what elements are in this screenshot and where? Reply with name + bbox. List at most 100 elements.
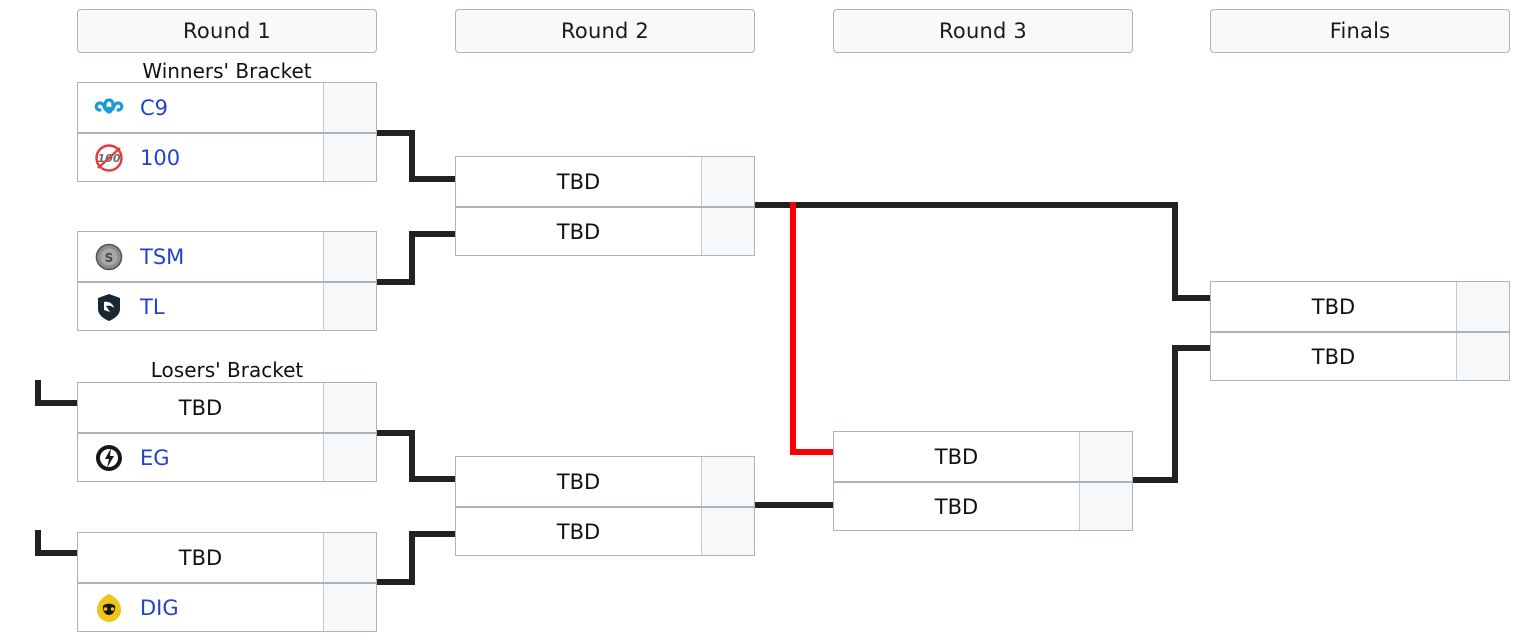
team-row[interactable]: TBD (77, 382, 377, 432)
connector-r2bottom-to-r3-lower (755, 502, 834, 508)
team-row[interactable]: 100 100 (77, 132, 377, 182)
round-header-label: Round 2 (561, 19, 649, 43)
connector-r1lb1-vert (409, 430, 415, 482)
team-name: TBD (1311, 294, 1356, 319)
team-score (323, 232, 376, 281)
evil-geniuses-logo-svg (96, 444, 122, 471)
team-main: TL (78, 283, 323, 330)
cloud9-logo-svg (94, 97, 124, 114)
team-score (701, 457, 754, 506)
connector-finals-in-upper (1172, 295, 1212, 301)
match-r1-winners-1[interactable]: C9 100 100 (77, 82, 377, 182)
team-main: TBD (1211, 333, 1456, 380)
match-finals[interactable]: TBD TBD (1210, 281, 1510, 381)
team-name: TBD (1311, 344, 1356, 369)
team-main: TBD (834, 483, 1079, 530)
team-name: EG (140, 445, 170, 470)
round-header-round-1[interactable]: Round 1 (77, 9, 377, 53)
connector-r3-out (1133, 477, 1178, 483)
round-header-round-2[interactable]: Round 2 (455, 9, 755, 53)
team-main: TBD (1211, 282, 1456, 331)
team-name: TBD (178, 545, 223, 570)
team-main: EG (78, 434, 323, 481)
team-main: 100 100 (78, 134, 323, 181)
team-main: TBD (456, 508, 701, 555)
connector-highlight-vert (790, 202, 796, 454)
connector-finals-in-upper-vert (1172, 202, 1178, 301)
team-row[interactable]: TBD (455, 506, 755, 556)
team-main: C9 (78, 83, 323, 132)
cloud9-logo (92, 91, 126, 125)
team-score (323, 83, 376, 132)
team-row[interactable]: TBD (77, 532, 377, 582)
team-score (1456, 333, 1509, 380)
100-thieves-logo: 100 (92, 141, 126, 175)
round-header-round-3[interactable]: Round 3 (833, 9, 1133, 53)
team-main: TBD (456, 208, 701, 255)
match-r2-bottom[interactable]: TBD TBD (455, 456, 755, 556)
connector-highlight-into-r3-upper (790, 449, 834, 455)
team-score (323, 383, 376, 432)
round-header-finals[interactable]: Finals (1210, 9, 1510, 53)
team-main: TBD (78, 383, 323, 432)
match-r1-losers-2[interactable]: TBD DIG (77, 532, 377, 632)
team-row[interactable]: TBD (1210, 281, 1510, 331)
team-score (1079, 432, 1132, 481)
team-main: TBD (456, 157, 701, 206)
team-name: DIG (140, 595, 179, 620)
section-label-losers-bracket: Losers' Bracket (150, 358, 304, 382)
team-score (1456, 282, 1509, 331)
team-row[interactable]: TBD (833, 431, 1133, 481)
team-main: TBD (834, 432, 1079, 481)
connector-r2top-in-lower (409, 231, 455, 237)
team-main: TBD (456, 457, 701, 506)
team-name: TBD (178, 395, 223, 420)
connector-r1lb2-out (377, 579, 415, 585)
team-name: TL (140, 294, 165, 319)
team-row[interactable]: EG (77, 432, 377, 482)
team-row[interactable]: C9 (77, 82, 377, 132)
team-row[interactable]: DIG (77, 582, 377, 632)
team-row[interactable]: S TSM (77, 231, 377, 281)
connector-r1wb1-out (377, 130, 415, 136)
team-row[interactable]: TBD (455, 456, 755, 506)
team-liquid-logo (92, 290, 126, 324)
team-row[interactable]: TBD (455, 206, 755, 256)
tsm-logo-svg: S (95, 243, 123, 270)
dignitas-logo-svg (97, 593, 121, 622)
connector-finals-in-lower (1172, 345, 1212, 351)
evil-geniuses-logo (92, 441, 126, 475)
match-r2-top[interactable]: TBD TBD (455, 156, 755, 256)
section-label-winners-bracket: Winners' Bracket (142, 59, 312, 83)
connector-r1wb2-vert (409, 231, 415, 285)
team-name: TBD (556, 169, 601, 194)
team-name: 100 (140, 145, 181, 170)
connector-lb1-feed-horz (35, 400, 78, 406)
team-score (323, 134, 376, 181)
team-row[interactable]: TBD (833, 481, 1133, 531)
team-name: TBD (934, 494, 979, 519)
team-name: C9 (140, 95, 169, 120)
connector-r2bottom-in-upper (409, 476, 455, 482)
match-r3[interactable]: TBD TBD (833, 431, 1133, 531)
team-row[interactable]: TBD (455, 156, 755, 206)
team-main: TBD (78, 533, 323, 582)
tsm-logo: S (92, 240, 126, 274)
connector-r1wb2-out (377, 279, 415, 285)
match-r1-winners-2[interactable]: S TSM TL (77, 231, 377, 331)
team-name: TBD (556, 519, 601, 544)
team-score (1079, 483, 1132, 530)
connector-r2top-to-finals-horz (755, 202, 1178, 208)
team-name: TBD (556, 219, 601, 244)
connector-lb1-feed-vert (35, 380, 41, 406)
team-score (701, 208, 754, 255)
100-thieves-logo-svg: 100 (95, 143, 123, 172)
team-score (323, 584, 376, 631)
team-row[interactable]: TL (77, 281, 377, 331)
team-row[interactable]: TBD (1210, 331, 1510, 381)
team-score (323, 283, 376, 330)
team-score (323, 434, 376, 481)
connector-r2top-in-upper (409, 176, 455, 182)
team-name: TBD (934, 444, 979, 469)
match-r1-losers-1[interactable]: TBD EG (77, 382, 377, 482)
